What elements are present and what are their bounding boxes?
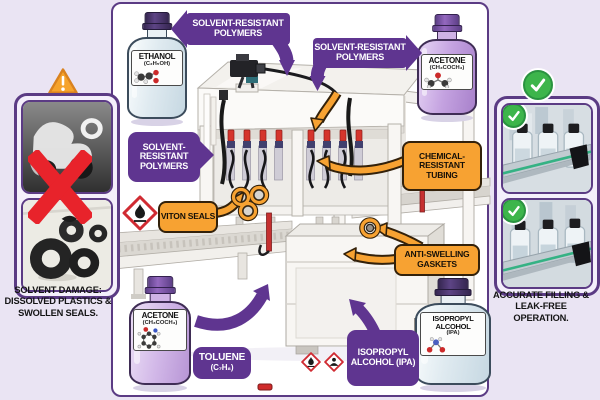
bottle-neck (437, 29, 457, 42)
x-cross-icon (28, 150, 92, 224)
bottle-name: ETHANOL (138, 52, 176, 61)
banner-text: SOLVENT-RESISTANT POLYMERS (139, 141, 189, 171)
banner-text: SOLVENT-RESISTANT POLYMERS (314, 42, 406, 62)
molecule-icon (137, 326, 161, 349)
filling-line-photo-2 (501, 198, 593, 289)
ethanol-bottle: ETHANOL (C₂H₅OH) (127, 12, 187, 126)
molecule-icon (427, 337, 446, 353)
bottle-formula: (CH₃COCH₃) (142, 320, 178, 327)
ghs-flammable-icon (301, 352, 321, 372)
bottle-neck (440, 293, 466, 306)
callout-chemical-resistant-tubing: CHEMICAL-RESISTANT TUBING (402, 141, 482, 191)
ghs-flammable-icon (122, 195, 158, 231)
callout-toluene: TOLUENE (C₇H₈) (193, 347, 251, 379)
isopropyl-alcohol-label: ISOPROPYL ALCOHOL (IPA) (420, 312, 486, 356)
bottle-cap (434, 289, 472, 296)
acetone-label: ACETONE (CH₃COCH₃) (421, 54, 473, 90)
right-panel-caption: ACCURATE FILLING & LEAK-FREE OPERATION. (493, 290, 589, 323)
callout-isopropyl-alcohol: ISOPROPYL ALCOHOL (IPA) (347, 330, 419, 386)
callout-anti-swelling-gaskets: ANTI-SWELLING GASKETS (394, 244, 480, 276)
acetone-bottle-bottom: ACETONE (CH₃COCH₃) (129, 276, 191, 392)
bottle-formula: (C₂H₅OH) (143, 61, 171, 68)
bottle-neck (149, 291, 171, 304)
bottle-shadow (420, 114, 474, 122)
ethanol-label: ETHANOL (C₂H₅OH) (131, 50, 183, 86)
check-icon (523, 70, 553, 100)
bottle-cap (432, 25, 462, 32)
warning-triangle-icon (47, 67, 79, 96)
bottle-shadow (419, 384, 487, 392)
molecule-icon (424, 72, 452, 88)
check-icon (503, 200, 526, 223)
isopropyl-alcohol-bottle: ISOPROPYL ALCOHOL (IPA) (415, 278, 491, 392)
left-panel-caption: SOLVENT DAMAGE: DISSOLVED PLASTICS & SWO… (4, 285, 112, 318)
camera (230, 54, 266, 93)
bottle-neck (147, 27, 167, 40)
bottle-formula: (IPA) (446, 330, 460, 337)
toluene-name: TOLUENE (198, 352, 246, 364)
bottle-shadow (132, 384, 188, 392)
success-photos-frame (494, 96, 600, 296)
acetone-label: ACETONE (CH₃COCH₃) (133, 309, 187, 351)
callout-viton-seals: VITON SEALS (158, 201, 218, 233)
banner-solvent-resistant-polymers-right: SOLVENT-RESISTANT POLYMERS (313, 35, 422, 71)
bottle-name: ACETONE (428, 56, 466, 65)
check-icon (503, 105, 526, 128)
ghs-health-hazard-icon (324, 352, 344, 372)
bottle-formula: (CH₃COCH₃) (429, 65, 465, 72)
banner-solvent-resistant-polymers-left: SOLVENT-RESISTANT POLYMERS (171, 10, 290, 48)
bottle-shadow (130, 118, 184, 126)
bottle-cap (142, 23, 172, 30)
banner-text: SOLVENT-RESISTANT POLYMERS (192, 18, 284, 38)
banner-solvent-resistant-polymers-mid: SOLVENT-RESISTANT POLYMERS (128, 132, 214, 182)
molecule-icon (134, 69, 159, 84)
toluene-formula: (C₇H₈) (210, 363, 234, 373)
filling-line-photo-1 (501, 103, 593, 194)
bottle-name: ACETONE (141, 311, 179, 320)
acetone-bottle-top: ACETONE (CH₃COCH₃) (417, 14, 477, 122)
bottle-cap (144, 287, 176, 294)
bottle-name: ISOPROPYL ALCOHOL (432, 314, 474, 331)
